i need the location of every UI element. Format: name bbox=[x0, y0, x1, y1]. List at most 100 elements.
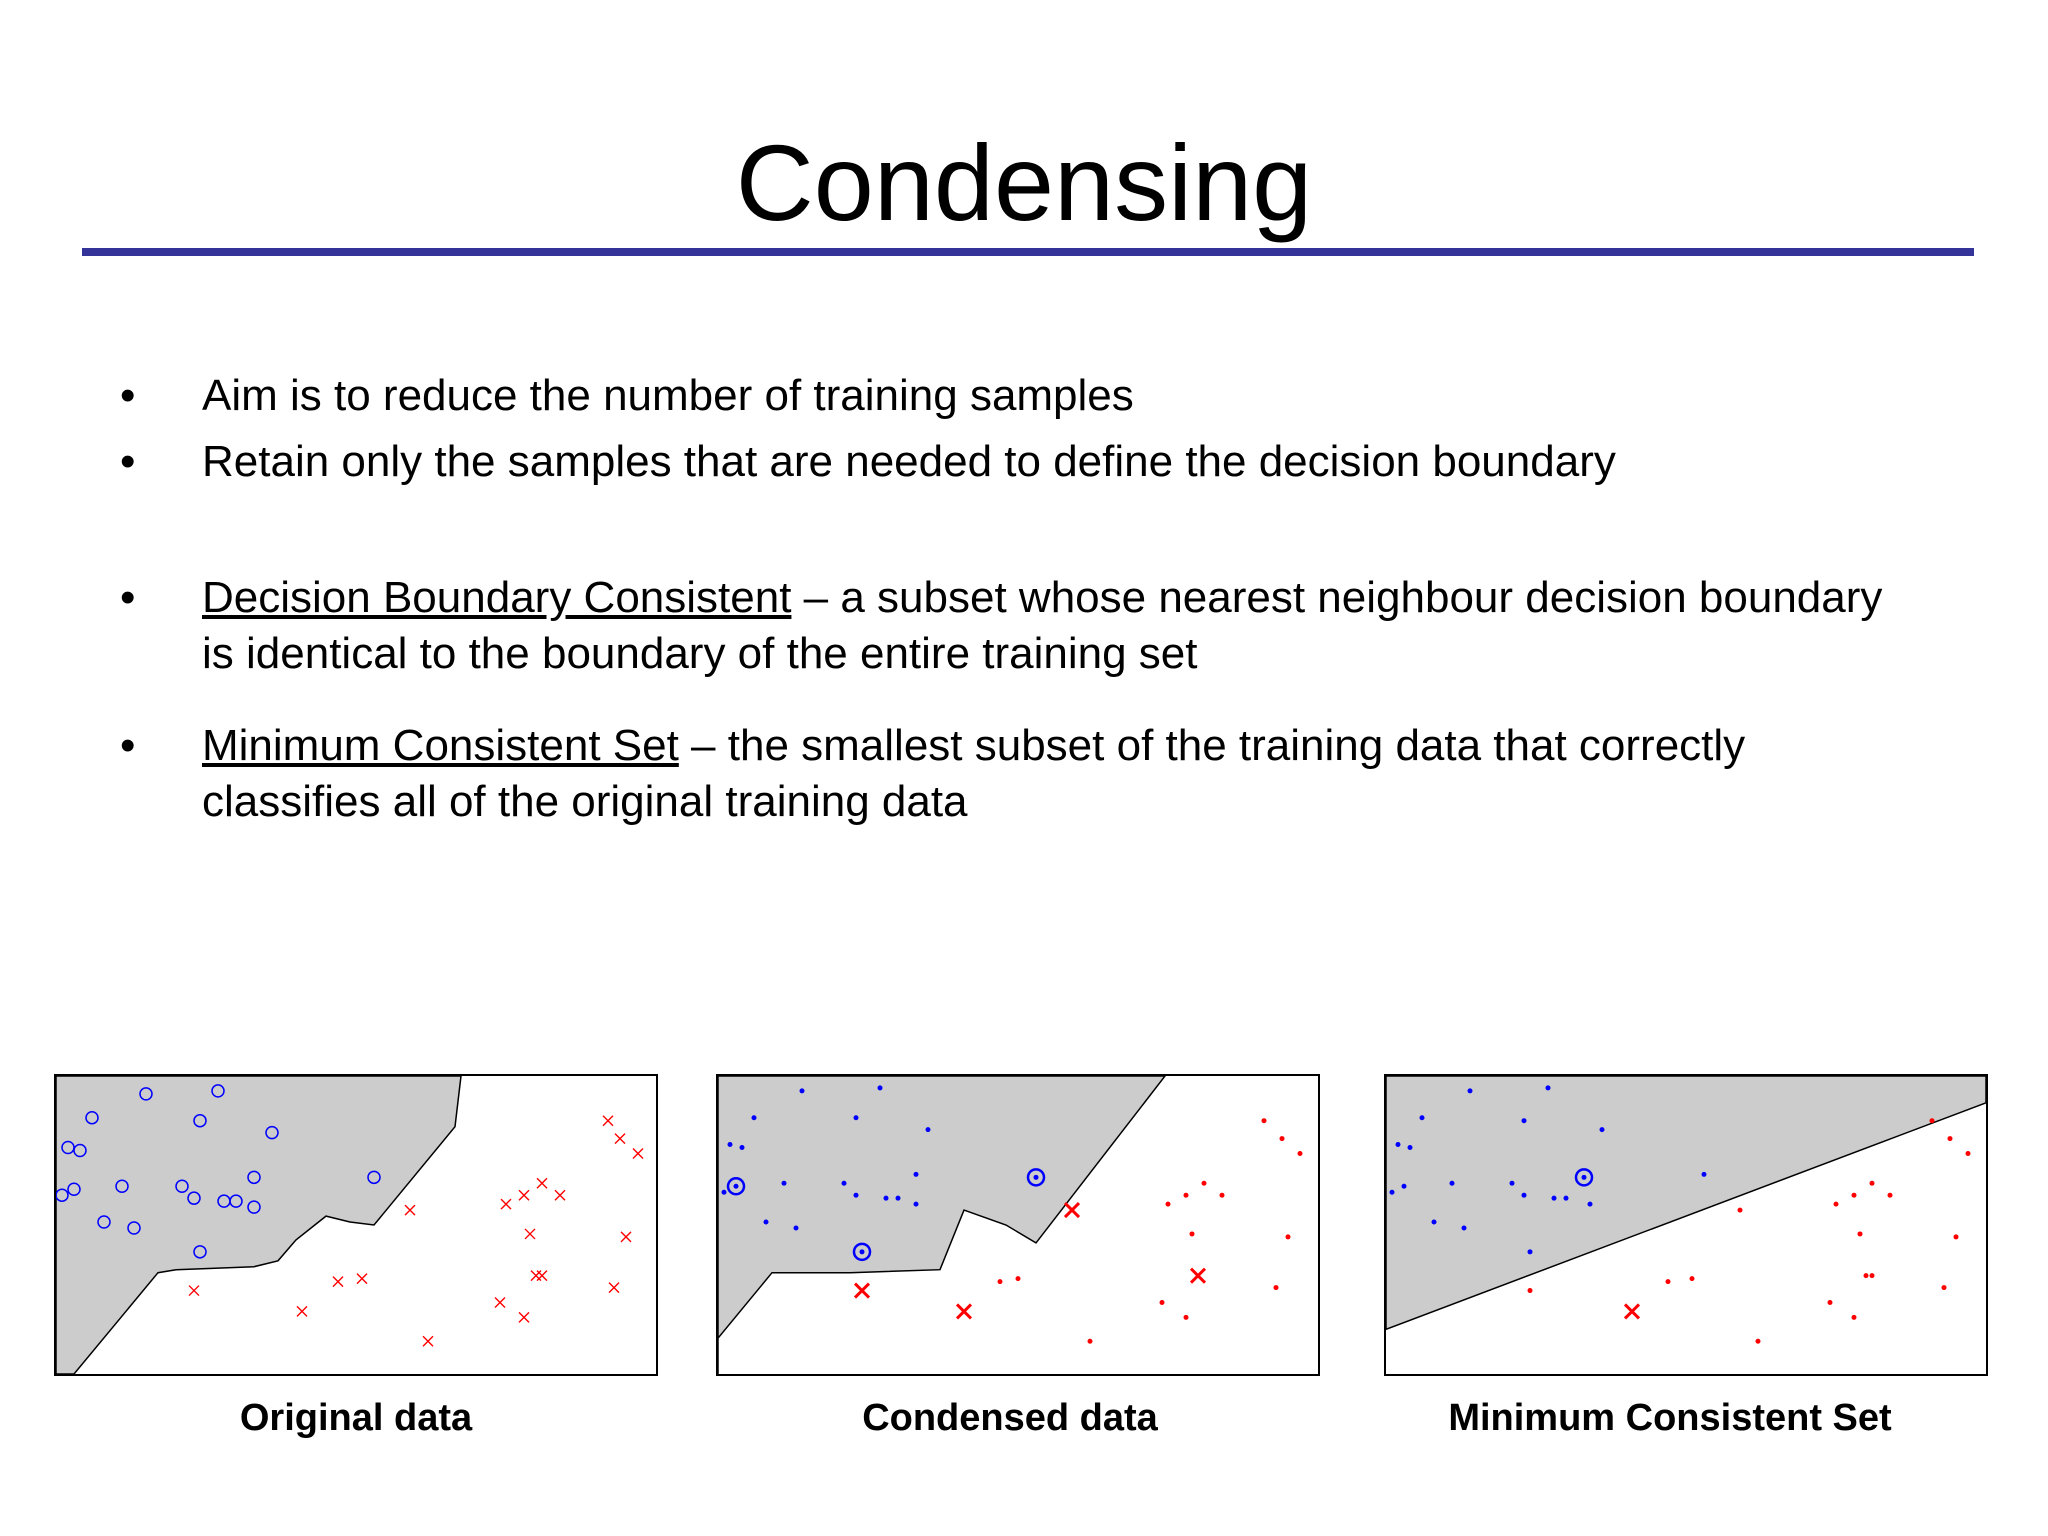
figure-original-data bbox=[54, 1074, 658, 1376]
kept-circle-center bbox=[1033, 1174, 1039, 1180]
class-cross-point bbox=[1183, 1192, 1189, 1198]
class-cross-point bbox=[524, 1228, 536, 1240]
class-circle-point bbox=[1527, 1249, 1533, 1255]
bullet-dot: • bbox=[120, 573, 136, 622]
class-cross-point bbox=[1887, 1192, 1893, 1198]
class-circle-point bbox=[1521, 1118, 1527, 1124]
decision-region bbox=[56, 1076, 462, 1374]
class-circle-point bbox=[1389, 1189, 1395, 1195]
class-cross-point bbox=[632, 1147, 644, 1159]
class-cross-point bbox=[404, 1204, 416, 1216]
class-circle-point bbox=[85, 1110, 99, 1125]
class-circle-point bbox=[211, 1084, 225, 1098]
kept-circle-center bbox=[859, 1249, 865, 1255]
bullet-term-decision-boundary-consistent: Decision Boundary Consistent bbox=[202, 573, 792, 622]
class-cross-point bbox=[518, 1189, 530, 1201]
kept-circle-center bbox=[1581, 1174, 1587, 1180]
kept-circle-point bbox=[1574, 1168, 1594, 1187]
class-circle-point bbox=[97, 1215, 111, 1229]
class-circle-point bbox=[1407, 1145, 1413, 1151]
class-cross-point bbox=[518, 1311, 530, 1323]
class-circle-point bbox=[247, 1170, 261, 1185]
slide-title: Condensing bbox=[735, 122, 1313, 243]
class-cross-point bbox=[1297, 1150, 1303, 1156]
class-circle-point bbox=[1401, 1183, 1407, 1189]
class-circle-point bbox=[1599, 1127, 1605, 1133]
class-cross-point bbox=[1183, 1314, 1189, 1320]
class-cross-point bbox=[1869, 1180, 1875, 1186]
class-cross-point bbox=[500, 1198, 512, 1210]
class-circle-point bbox=[751, 1115, 757, 1121]
kept-circle-center bbox=[733, 1183, 739, 1189]
class-cross-point bbox=[608, 1282, 620, 1294]
kept-cross-point bbox=[1623, 1303, 1641, 1320]
class-circle-point bbox=[1449, 1180, 1455, 1186]
class-cross-point bbox=[614, 1133, 626, 1145]
class-cross-point bbox=[1737, 1207, 1743, 1213]
class-circle-point bbox=[853, 1115, 859, 1121]
class-circle-point bbox=[1419, 1115, 1425, 1121]
class-circle-point bbox=[1467, 1088, 1473, 1094]
class-cross-point bbox=[554, 1189, 566, 1201]
class-cross-point bbox=[1087, 1338, 1093, 1344]
class-cross-point bbox=[1273, 1285, 1279, 1291]
class-cross-point bbox=[530, 1270, 542, 1282]
class-circle-point bbox=[115, 1179, 129, 1194]
scatter-plot bbox=[718, 1076, 1303, 1374]
class-cross-point bbox=[356, 1273, 368, 1285]
class-cross-point bbox=[536, 1270, 548, 1282]
title-rule bbox=[82, 248, 1974, 256]
bullet-text: Retain only the samples that are needed … bbox=[202, 437, 1616, 486]
class-cross-point bbox=[1279, 1136, 1285, 1142]
kept-circle-point bbox=[1026, 1168, 1046, 1187]
class-circle-point bbox=[1461, 1225, 1467, 1231]
class-circle-point bbox=[1521, 1192, 1527, 1198]
class-cross-point bbox=[536, 1177, 548, 1189]
class-cross-point bbox=[1827, 1299, 1833, 1305]
kept-cross-point bbox=[853, 1282, 871, 1299]
class-cross-point bbox=[1965, 1150, 1971, 1156]
class-circle-point bbox=[193, 1245, 207, 1259]
class-cross-point bbox=[620, 1231, 632, 1243]
class-circle-point bbox=[67, 1182, 81, 1196]
class-cross-point bbox=[1833, 1201, 1839, 1207]
class-circle-point bbox=[793, 1225, 799, 1231]
scatter-plot bbox=[1386, 1076, 1986, 1344]
class-cross-point bbox=[1851, 1314, 1857, 1320]
bullet-item: • Aim is to reduce the number of trainin… bbox=[112, 368, 1892, 424]
bullet-item: • Minimum Consistent Set – the smallest … bbox=[112, 718, 1892, 830]
class-circle-point bbox=[763, 1219, 769, 1225]
class-circle-point bbox=[727, 1142, 733, 1148]
class-circle-point bbox=[1509, 1180, 1515, 1186]
figure-caption: Minimum Consistent Set bbox=[1448, 1397, 1892, 1439]
class-cross-point bbox=[1261, 1118, 1267, 1124]
decision-region bbox=[1386, 1076, 1986, 1331]
class-cross-point bbox=[1869, 1273, 1875, 1279]
kept-cross-point bbox=[1189, 1267, 1207, 1284]
class-circle-point bbox=[127, 1221, 141, 1235]
class-cross-point bbox=[1755, 1338, 1761, 1344]
class-circle-point bbox=[139, 1087, 153, 1101]
bullet-item: • Decision Boundary Consistent – a subse… bbox=[112, 570, 1892, 682]
class-cross-point bbox=[1189, 1231, 1195, 1237]
bullet-text: – the smallest subset of the training da… bbox=[202, 721, 1746, 826]
class-cross-point bbox=[1159, 1299, 1165, 1305]
figure-condensed-data bbox=[716, 1074, 1320, 1376]
class-circle-point bbox=[175, 1179, 189, 1194]
bullet-dot: • bbox=[120, 721, 136, 770]
class-circle-point bbox=[913, 1171, 919, 1177]
bullet-list: • Aim is to reduce the number of trainin… bbox=[112, 368, 1892, 830]
class-circle-point bbox=[799, 1088, 805, 1094]
class-circle-point bbox=[1587, 1201, 1593, 1207]
scatter-plot bbox=[56, 1076, 644, 1374]
class-circle-point bbox=[781, 1180, 787, 1186]
class-circle-point bbox=[913, 1201, 919, 1207]
class-circle-point bbox=[56, 1188, 69, 1202]
class-cross-point bbox=[1953, 1234, 1959, 1240]
kept-cross-point bbox=[955, 1303, 973, 1320]
bullet-text: Aim is to reduce the number of training … bbox=[202, 371, 1134, 420]
class-circle-point bbox=[841, 1180, 847, 1186]
kept-cross-point bbox=[1063, 1202, 1081, 1219]
figure-caption: Condensed data bbox=[862, 1397, 1158, 1439]
class-cross-point bbox=[1851, 1192, 1857, 1198]
